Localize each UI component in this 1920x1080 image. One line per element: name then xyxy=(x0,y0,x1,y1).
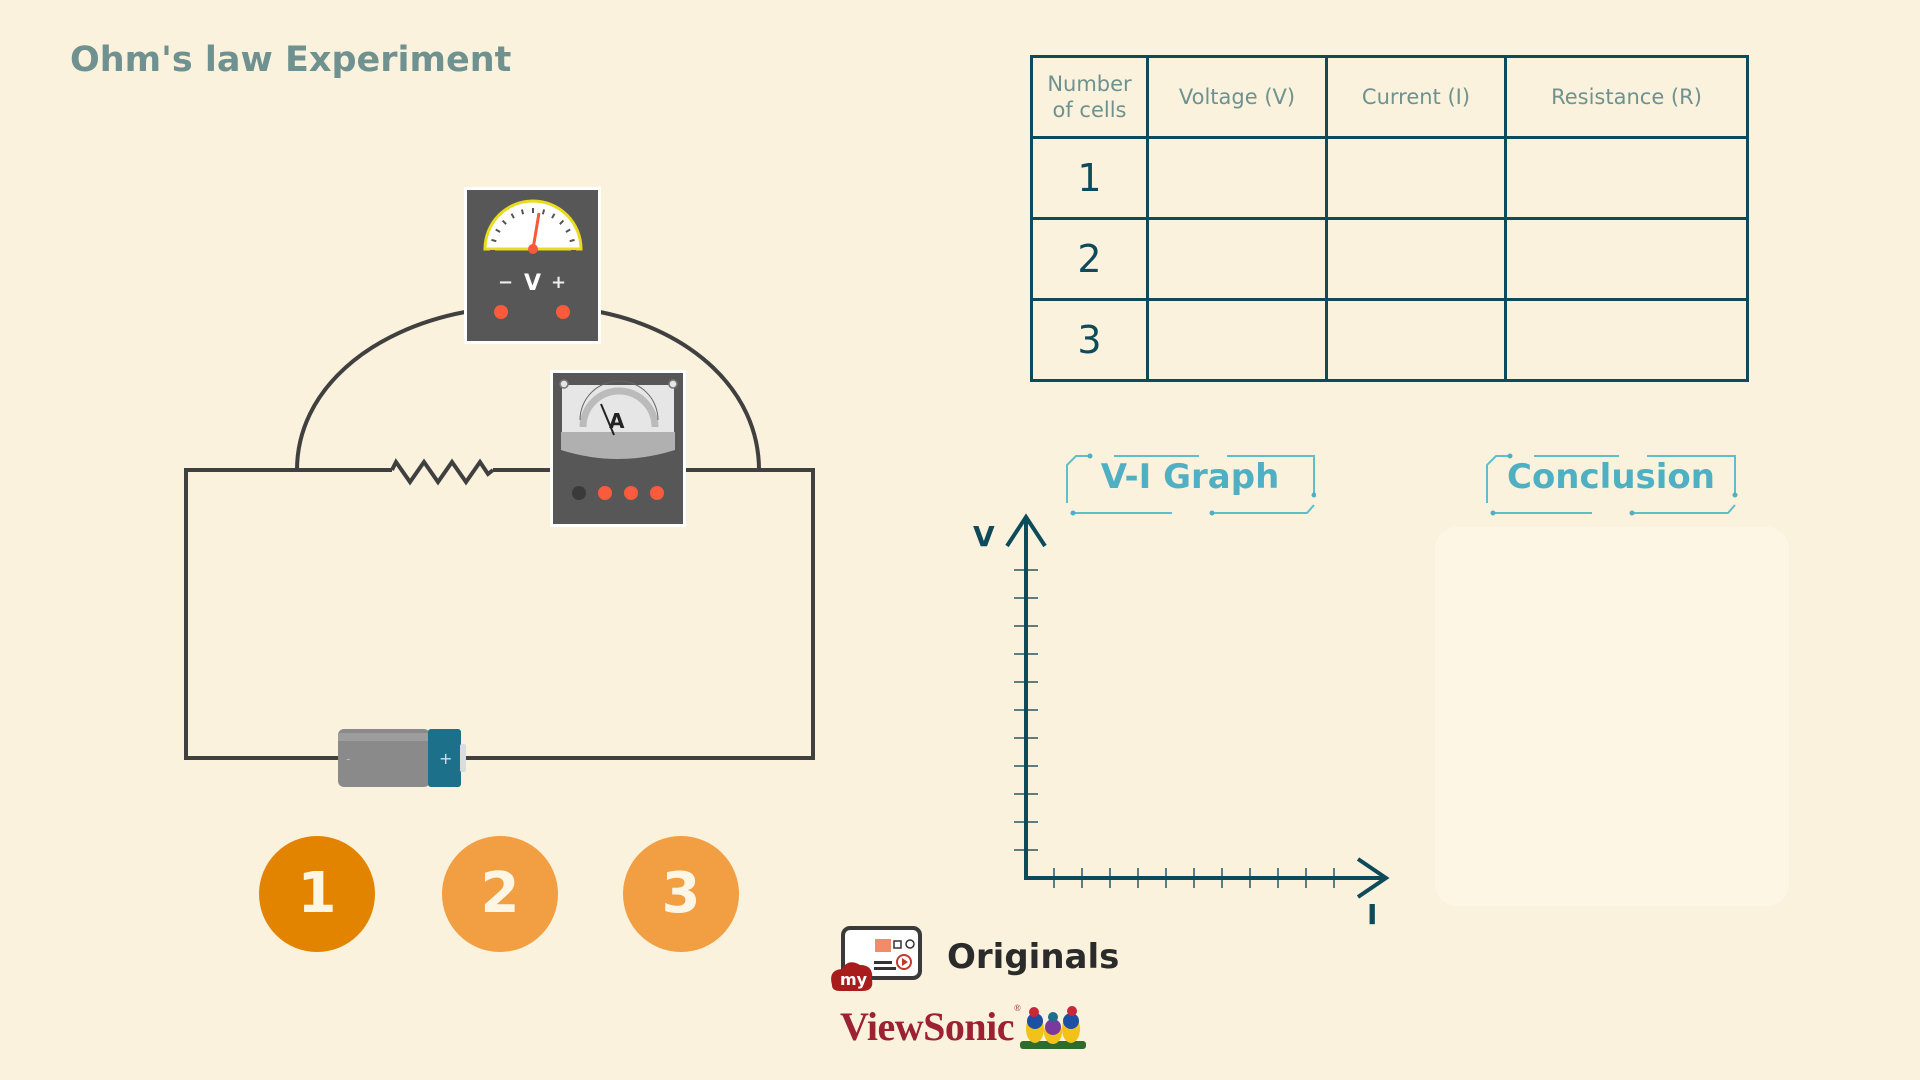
voltmeter[interactable]: − V + xyxy=(464,187,601,344)
voltmeter-terminal-negative xyxy=(494,305,508,319)
voltmeter-scale-ticks xyxy=(490,208,576,252)
current-cell[interactable] xyxy=(1325,136,1507,220)
header-current: Current (I) xyxy=(1325,55,1507,139)
table-row: 3 xyxy=(1030,298,1749,382)
resistance-cell[interactable] xyxy=(1504,298,1749,382)
conclusion-section-header: Conclusion xyxy=(1484,443,1738,517)
ammeter-terminal-1 xyxy=(598,486,612,500)
viewsonic-birds-logo-icon xyxy=(1020,1006,1086,1049)
company-name: ViewSonic xyxy=(840,1004,1015,1049)
circuit-wires xyxy=(184,310,815,760)
resistance-cell[interactable] xyxy=(1504,136,1749,220)
current-cell[interactable] xyxy=(1325,217,1507,301)
cell-count-1-button[interactable]: 1 xyxy=(259,836,375,952)
header-line-2: of cells xyxy=(1052,98,1127,122)
header-number-of-cells: Number of cells xyxy=(1030,55,1149,139)
y-axis-label: V xyxy=(973,520,995,553)
current-cell[interactable] xyxy=(1325,298,1507,382)
voltmeter-minus: − xyxy=(498,272,513,293)
table-row: 1 xyxy=(1030,136,1749,220)
viewsonic-logo-text: ViewSonic® xyxy=(840,1003,1021,1050)
ammeter-needle xyxy=(600,403,615,436)
wire-voltmeter-right xyxy=(599,310,761,471)
cell-count: 2 xyxy=(1030,217,1149,301)
my-originals-logo: my xyxy=(831,926,922,991)
voltmeter-label: V xyxy=(524,271,541,296)
table-header-row: Number of cells Voltage (V) Current (I) … xyxy=(1030,55,1749,139)
ammeter[interactable]: A xyxy=(550,370,686,527)
voltmeter-plus: + xyxy=(551,272,566,293)
vi-graph[interactable] xyxy=(960,500,1400,940)
cell-count: 3 xyxy=(1030,298,1149,382)
voltmeter-needle xyxy=(531,212,541,250)
header-frame-decoration xyxy=(1066,453,1316,516)
cell-count-3-button[interactable]: 3 xyxy=(623,836,739,952)
voltmeter-dial xyxy=(483,199,583,251)
page-title: Ohm's law Experiment xyxy=(70,40,512,80)
ammeter-label: A xyxy=(609,409,625,433)
cell-count-2-button[interactable]: 2 xyxy=(442,836,558,952)
resistance-cell[interactable] xyxy=(1504,217,1749,301)
originals-label: Originals xyxy=(947,937,1120,977)
observation-table: Number of cells Voltage (V) Current (I) … xyxy=(1030,55,1749,382)
conclusion-text-area[interactable] xyxy=(1435,527,1789,906)
voltage-cell[interactable] xyxy=(1146,136,1328,220)
cell-count: 1 xyxy=(1030,136,1149,220)
battery-icon[interactable]: - + xyxy=(338,729,466,787)
graph-section-header: V-I Graph xyxy=(1064,443,1316,517)
resistor-icon[interactable] xyxy=(390,458,495,486)
x-axis-label: I xyxy=(1367,898,1378,931)
ammeter-dial xyxy=(579,387,659,428)
ammeter-terminal-3 xyxy=(650,486,664,500)
y-axis-arrow-icon xyxy=(1005,513,1047,548)
circuit-diagram: - + − V + A xyxy=(184,187,815,787)
wire-right xyxy=(463,468,815,760)
header-voltage: Voltage (V) xyxy=(1146,55,1328,139)
table-row: 2 xyxy=(1030,217,1749,301)
voltmeter-terminal-positive xyxy=(556,305,570,319)
voltage-cell[interactable] xyxy=(1146,298,1328,382)
wire-voltmeter-left xyxy=(295,310,466,471)
my-badge-text: my xyxy=(840,970,868,989)
conclusion-section-title: Conclusion xyxy=(1507,457,1715,497)
x-axis-arrow-icon xyxy=(1356,857,1390,899)
battery-plus-label: + xyxy=(439,749,452,768)
registered-mark: ® xyxy=(1014,1003,1021,1013)
ammeter-terminal-2 xyxy=(624,486,638,500)
voltage-cell[interactable] xyxy=(1146,217,1328,301)
ammeter-terminal-common xyxy=(572,486,586,500)
header-frame-decoration xyxy=(1486,453,1738,516)
graph-section-title: V-I Graph xyxy=(1100,457,1280,497)
header-line-1: Number xyxy=(1047,72,1132,96)
battery-minus-label: - xyxy=(346,752,350,766)
wire-left-top xyxy=(184,468,392,760)
header-resistance: Resistance (R) xyxy=(1504,55,1749,139)
